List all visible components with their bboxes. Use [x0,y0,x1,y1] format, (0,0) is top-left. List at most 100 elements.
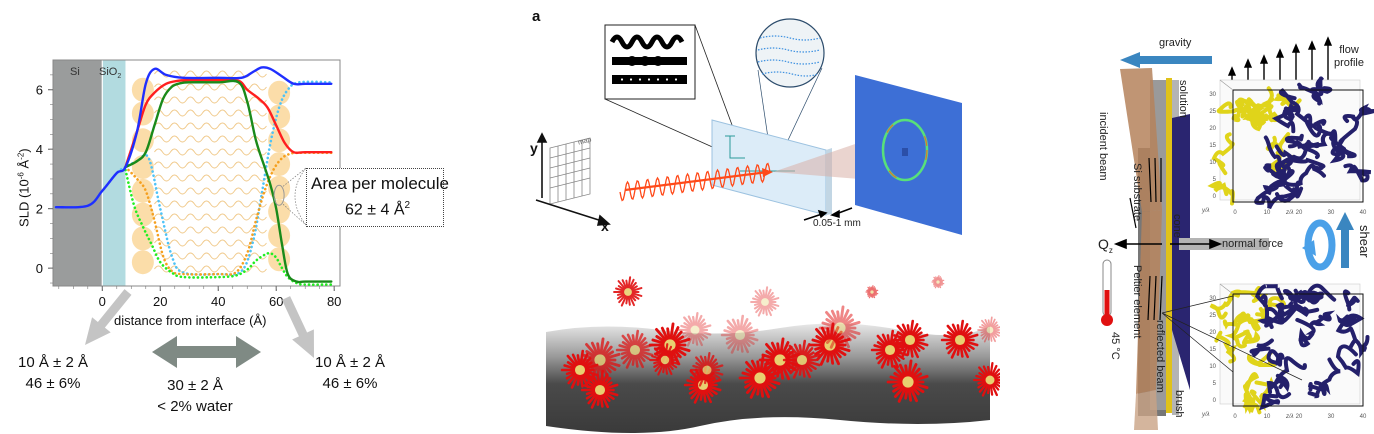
micelle-strand [764,301,774,312]
sim-x-tick: 20 [1296,210,1303,216]
y-tick-label: 2 [36,202,43,217]
micelle-strand [937,281,942,289]
micelle-strand [754,295,766,303]
lipid-tail [154,226,267,234]
sim-box-front [1232,293,1364,407]
micelle-strand [933,281,939,286]
lipid-headgroup [268,128,291,153]
micelle-strand [989,321,998,331]
micelle-strand [693,328,699,346]
micelle-core [624,288,632,296]
tail-thickness-double-arrow [152,336,261,368]
micelle [940,319,979,359]
micelle-strand [764,297,780,303]
polymer-chain [1282,288,1312,304]
region-label-si: Si [70,66,80,78]
solution-wedge [1172,114,1190,390]
middle-water: < 2% water [157,398,233,415]
micelle [649,343,681,376]
micelle-strand [935,276,939,283]
sim-y-tick: 25 [1209,109,1216,115]
polymer-chain [1263,135,1308,170]
sim-box-back [1219,283,1361,405]
micelle-strand [762,289,766,303]
micelle-strand [754,290,766,303]
sim-x-label: z/λ [1285,210,1294,216]
zoom-lines [1161,295,1303,381]
x-tick-label: 80 [327,294,341,309]
brush-chain [1224,313,1251,349]
series-green-dotted [124,168,333,286]
sim-y-tick: 15 [1209,143,1216,149]
micelle-strand [933,281,939,284]
wave-pattern-icon [609,34,685,50]
micelle-strand [682,328,697,335]
micelle-strand [764,301,780,307]
micelle-strand [726,319,742,337]
micelle-strand [764,295,775,303]
axis-y-label: y [530,140,538,156]
micelle [613,276,643,307]
micelle-strand [984,319,991,331]
sim-y-tick: 30 [1209,92,1216,98]
micelle-strand [989,329,998,338]
micelle-strand [730,333,742,354]
micelle-strand [989,329,1000,337]
lipid-headgroup [268,223,291,248]
micelle-strand [738,314,745,337]
micelle-core [629,344,641,356]
micelle-strand [738,333,749,354]
flow-profile-arrows [1227,36,1333,80]
micelle-strand [937,278,943,283]
normal-force-arrow-icon [1170,238,1223,250]
beaded-bar-icon [612,56,687,66]
micelle-strand [764,291,774,303]
area-lens-icon [273,184,285,206]
x-ray-beam [619,162,773,202]
micelle-strand [753,301,766,306]
polymer-chain [1254,187,1299,210]
left-thickness: 10 Å ± 2 Å [18,354,88,371]
brush-chain [1216,101,1241,123]
x-tick-label: 40 [211,294,225,309]
micelle [750,286,780,317]
micelle-strand [757,301,766,317]
micelle-strand [764,301,768,316]
micelle-strand [937,281,942,287]
brush-chain [1209,290,1240,320]
axis-x-label: x [601,218,609,234]
micelle-strand [989,316,993,331]
sim-y-tick: 20 [1209,126,1216,132]
sim-x-tick: 10 [1264,210,1271,216]
micelle-strand [738,322,752,337]
sim-y-tick: 10 [1209,160,1216,166]
micelle [865,285,879,299]
region-sio2 [102,60,126,286]
temperature-label: 45 °C [1109,332,1121,360]
micelle [870,329,909,369]
micelle-core [594,354,606,366]
micelle [580,369,619,409]
micelle-core [985,375,995,385]
sim-x-label: z/λ [1285,414,1294,420]
micelle-membrane-simulation [546,275,1000,433]
flow-arrow-head [1307,40,1317,50]
micelle-strand [980,329,991,334]
micelle-strand [680,324,697,332]
rotation-arrow-icon [1302,219,1336,271]
micelle-strand [736,319,742,337]
micelle-core [986,326,994,334]
micelle-strand [693,328,703,347]
micelle-strand [683,316,697,332]
micelle-strand [727,333,742,350]
thermometer-icon [1101,259,1113,326]
flow-arrow-head [1227,66,1237,76]
polymer-chain [1304,118,1332,138]
left-water: 46 ± 6% [25,375,81,392]
micelle-strand [683,322,697,332]
left-headgroup-label: 10 Å ± 2 Å 46 ± 6% [8,352,98,394]
micelle-strand [738,328,759,337]
sim-y-tick: 0 [1213,194,1217,200]
